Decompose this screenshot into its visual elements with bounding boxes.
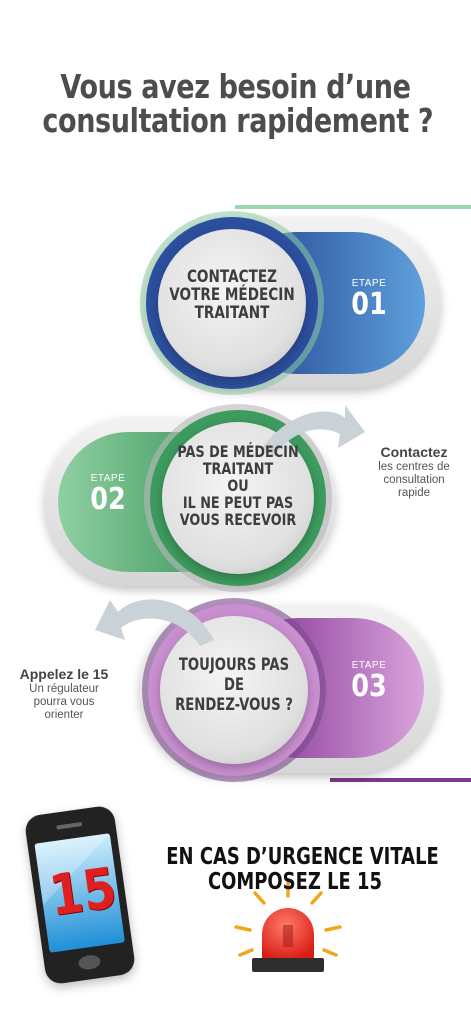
step-1-text: CONTACTEZ VOTRE MÉDECIN TRAITANT [169, 267, 295, 323]
title-line-1: Vous avez besoin d’une [60, 67, 411, 106]
step-1-block [140, 211, 440, 395]
step-3-label: ETAPE 03 [336, 660, 402, 703]
emergency-message: EN CAS D’URGENCE VITALE COMPOSEZ LE 15 [166, 844, 439, 895]
step-2-disc [162, 422, 314, 574]
siren-icon [234, 880, 342, 972]
step-3-text: TOUJOURS PAS DE RENDEZ-VOUS ? [175, 655, 293, 714]
title-line-2: consultation rapidement ? [42, 101, 434, 140]
page-title: Vous avez besoin d’une consultation rapi… [42, 67, 434, 140]
phone-screen-number: 15 [45, 855, 121, 930]
step-1-word: ETAPE [351, 278, 387, 289]
side-note-right-heading: Contactez [380, 444, 448, 460]
step-3-block [140, 598, 438, 782]
side-note-left: Appelez le 15 Un régulateur pourra vous … [8, 666, 120, 722]
side-note-left-heading: Appelez le 15 [19, 666, 109, 682]
step-2-label: ETAPE 02 [75, 473, 141, 516]
side-note-right: Contactez les centres de consultation ra… [362, 444, 466, 500]
arrow-right-icon [262, 405, 365, 456]
step-1-disc [158, 229, 306, 377]
step-1-number: 01 [351, 287, 387, 322]
step-2-number: 02 [90, 482, 126, 517]
step-2-word: ETAPE [90, 473, 126, 484]
step-3-word: ETAPE [351, 660, 387, 671]
step-2-text: PAS DE MÉDECIN TRAITANT OU IL NE PEUT PA… [177, 442, 299, 529]
step-3-number: 03 [351, 669, 387, 704]
arrow-left-icon [95, 599, 214, 646]
phone-icon [25, 806, 135, 984]
step-3-disc [160, 616, 308, 764]
step-2-block [45, 404, 335, 592]
step-1-label: ETAPE 01 [336, 278, 402, 321]
